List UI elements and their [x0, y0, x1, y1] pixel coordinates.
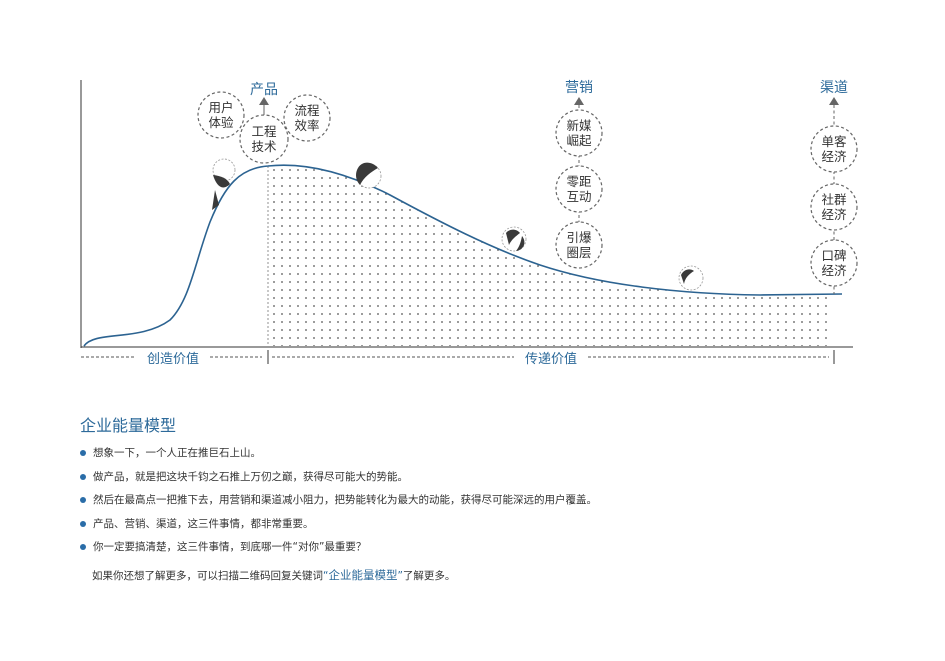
- circle-zero-distance: 零距 互动: [555, 165, 603, 213]
- circle-ignite-circles: 引爆 圈层: [555, 221, 603, 269]
- svg-text:流程: 流程: [294, 103, 320, 118]
- marketing-label: 营销: [565, 80, 593, 96]
- marketing-arrow-head: [574, 97, 584, 105]
- svg-text:工程: 工程: [251, 124, 277, 139]
- svg-text:经济: 经济: [821, 263, 847, 278]
- bullet-list: 想象一下，一个人正在推巨石上山。 做产品，就是把这块千钧之石推上万仞之巅，获得尽…: [80, 446, 597, 564]
- svg-text:互动: 互动: [566, 189, 591, 204]
- energy-curve: [83, 164, 843, 347]
- footer-keyword: 企业能量模型: [328, 568, 398, 582]
- energy-model-diagram: 产品 用户 体验 流程 效率 工程 技术 营销 新媒 崛起 零距 互动 引爆 圈…: [80, 80, 858, 367]
- footer-text-end: 了解更多。: [402, 570, 456, 582]
- product-arrow-head: [259, 97, 269, 105]
- list-item: 然后在最高点一把推下去，用营销和渠道减小阻力，把势能转化为最大的动能，获得尽可能…: [80, 493, 597, 517]
- channel-arrow-head: [829, 97, 839, 105]
- svg-text:社群: 社群: [821, 192, 847, 207]
- channel-label: 渠道: [820, 80, 848, 96]
- svg-text:用户: 用户: [208, 100, 233, 115]
- svg-text:崛起: 崛起: [566, 133, 592, 148]
- svg-text:圈层: 圈层: [566, 245, 591, 260]
- rock-icon: [356, 162, 382, 189]
- svg-text:零距: 零距: [566, 174, 591, 189]
- create-value-label: 创造价值: [147, 351, 199, 367]
- svg-text:新媒: 新媒: [566, 118, 592, 133]
- svg-text:技术: 技术: [251, 139, 277, 154]
- circle-new-media: 新媒 崛起: [555, 109, 603, 157]
- circle-word-of-mouth: 口碑 经济: [810, 239, 858, 287]
- svg-text:体验: 体验: [208, 115, 234, 130]
- deliver-value-label: 传递价值: [525, 351, 577, 367]
- circle-engineering-tech: 工程 技术: [239, 114, 289, 164]
- svg-text:单客: 单客: [821, 134, 847, 149]
- list-item: 做产品，就是把这块千钧之石推上万仞之巅，获得尽可能大的势能。: [80, 470, 597, 494]
- list-item: 产品、营销、渠道，这三件事情，都非常重要。: [80, 517, 597, 541]
- circle-process-efficiency: 流程 效率: [283, 94, 331, 142]
- section-title: 企业能量模型: [80, 416, 177, 435]
- footer-open-quote: “: [323, 570, 329, 582]
- dotted-area: [268, 165, 833, 346]
- list-item: 你一定要搞清楚，这三件事情，到底哪一件“对你”最重要？: [80, 540, 597, 564]
- footer-note: 如果你还想了解更多，可以扫描二维码回复关键词“企业能量模型”了解更多。: [92, 567, 455, 583]
- footer-text: 如果你还想了解更多，可以扫描二维码回复关键词: [92, 570, 323, 582]
- circle-user-experience: 用户 体验: [197, 91, 245, 139]
- rock-icon: [212, 158, 236, 210]
- rock-icon: [678, 265, 704, 291]
- circle-community: 社群 经济: [810, 183, 858, 231]
- svg-text:口碑: 口碑: [821, 248, 846, 263]
- footer-close-quote: ”: [397, 570, 403, 582]
- rock-icon: [501, 226, 527, 252]
- svg-text:经济: 经济: [821, 207, 847, 222]
- product-label: 产品: [250, 82, 278, 98]
- svg-text:引爆: 引爆: [566, 230, 592, 245]
- list-item: 想象一下，一个人正在推巨石上山。: [80, 446, 597, 470]
- svg-text:经济: 经济: [821, 149, 847, 164]
- svg-text:效率: 效率: [294, 118, 319, 133]
- circle-single-customer: 单客 经济: [810, 125, 858, 173]
